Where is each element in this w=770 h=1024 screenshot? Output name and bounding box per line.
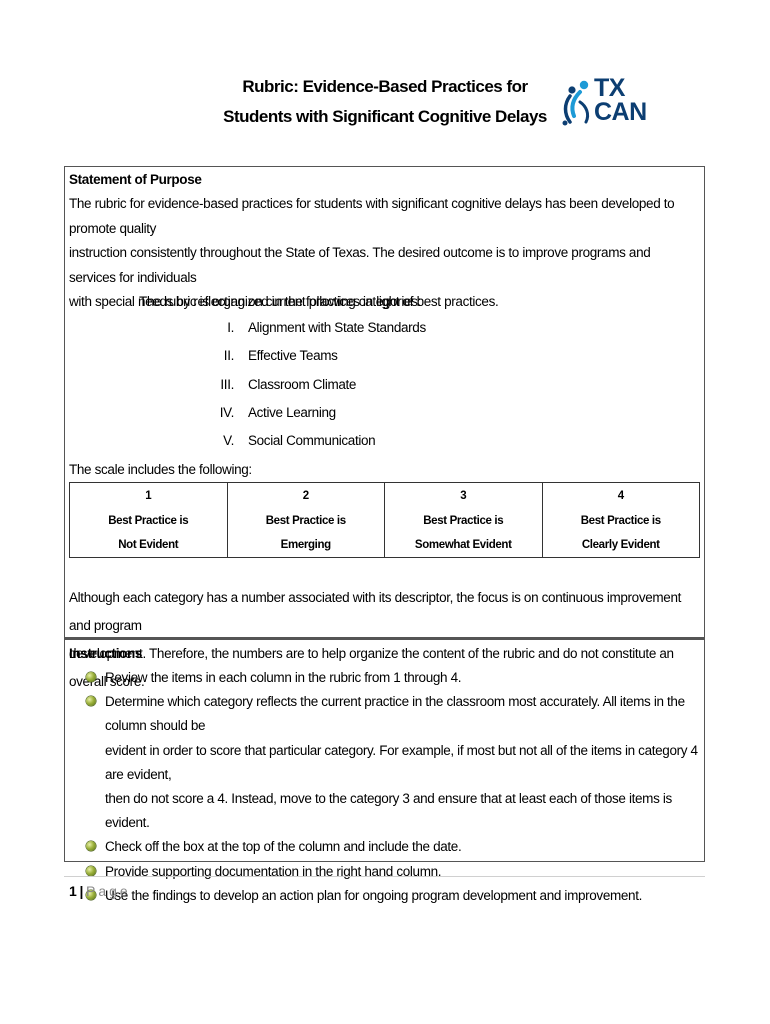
scale-table: 1 Best Practice is Not Evident 2 Best Pr… <box>69 482 700 558</box>
category-number: V. <box>223 433 234 449</box>
category-label: Effective Teams <box>248 348 338 364</box>
scale-label-line-1: Best Practice is <box>580 515 661 527</box>
list-item: Determine which category reflects the cu… <box>86 690 698 835</box>
scale-number: 3 <box>460 490 467 502</box>
scale-label-line-2: Somewhat Evident <box>414 539 512 551</box>
table-row: 1 Best Practice is Not Evident 2 Best Pr… <box>69 482 700 558</box>
list-item: I. Alignment with State Standards <box>200 314 426 342</box>
scale-cell-2: 2 Best Practice is Emerging <box>226 482 385 558</box>
category-number: IV. <box>219 404 235 420</box>
list-item: II. Effective Teams <box>200 342 426 370</box>
page-number: 1 <box>69 883 77 899</box>
list-item: Use the findings to develop an action pl… <box>86 884 698 908</box>
category-label: Classroom Climate <box>248 376 357 392</box>
purpose-section <box>64 166 705 638</box>
category-label: Alignment with State Standards <box>248 320 426 335</box>
instruction-line: evident in order to score that particula… <box>105 742 698 782</box>
categories-intro: The rubric is organized in the following… <box>139 294 421 309</box>
purpose-line-1: The rubric for evidence-based practices … <box>69 196 675 236</box>
category-number: III. <box>220 376 234 392</box>
scale-cell-4: 4 Best Practice is Clearly Evident <box>541 482 700 558</box>
category-number: II. <box>223 348 235 364</box>
document-title: Rubric: Evidence-Based Practices for Stu… <box>150 72 620 132</box>
logo-text-can: CAN <box>594 98 647 126</box>
instruction-line: Use the findings to develop an action pl… <box>105 887 643 903</box>
instructions-list: Review the items in each column in the r… <box>86 666 698 908</box>
green-sphere-bullet-icon <box>86 696 96 707</box>
green-sphere-bullet-icon <box>86 889 96 900</box>
scale-label-line-2: Clearly Evident <box>581 539 660 551</box>
category-label: Active Learning <box>248 404 336 420</box>
instructions-section <box>64 638 705 862</box>
category-number: I. <box>227 320 234 335</box>
title-line-1: Rubric: Evidence-Based Practices for <box>242 77 528 96</box>
scale-intro: The scale includes the following: <box>69 462 252 477</box>
instruction-line: then do not score a 4. Instead, move to … <box>105 791 672 831</box>
list-item: IV. Active Learning <box>200 399 426 427</box>
list-item: Review the items in each column in the r… <box>86 666 698 690</box>
tx-can-logo-icon <box>562 80 590 126</box>
page-separator: | <box>79 883 84 899</box>
tx-can-logo: TX CAN <box>560 76 650 136</box>
category-label: Social Communication <box>248 433 376 449</box>
scale-cell-3: 3 Best Practice is Somewhat Evident <box>384 482 543 558</box>
instruction-line: Check off the box at the top of the colu… <box>105 839 462 855</box>
scale-label-line-1: Best Practice is <box>108 515 189 527</box>
purpose-paragraph: The rubric for evidence-based practices … <box>69 192 699 315</box>
list-item: V. Social Communication <box>200 427 426 455</box>
purpose-line-3: with special needs by reflecting on curr… <box>69 294 499 309</box>
green-sphere-bullet-icon <box>86 865 96 876</box>
green-sphere-bullet-icon <box>86 841 96 852</box>
scale-number: 1 <box>145 490 152 502</box>
list-item: Provide supporting documentation in the … <box>86 860 698 884</box>
scale-label-line-2: Emerging <box>280 539 332 551</box>
note-line-1: Although each category has a number asso… <box>69 590 682 633</box>
scale-cell-1: 1 Best Practice is Not Evident <box>69 482 228 558</box>
logo-text: TX CAN <box>594 74 647 126</box>
page-label: Page <box>86 883 131 899</box>
scale-label-line-1: Best Practice is <box>423 515 504 527</box>
green-sphere-bullet-icon <box>86 672 96 682</box>
page-footer: 1|Page <box>69 881 131 901</box>
list-item: III. Classroom Climate <box>200 371 426 399</box>
instruction-line: Determine which category reflects the cu… <box>105 694 685 734</box>
scale-number: 2 <box>302 490 309 502</box>
purpose-line-2: instruction consistently throughout the … <box>69 245 651 285</box>
list-item: Check off the box at the top of the colu… <box>86 835 698 859</box>
purpose-heading: Statement of Purpose <box>69 172 202 187</box>
instruction-line: Provide supporting documentation in the … <box>105 863 442 879</box>
footer-divider <box>64 876 705 877</box>
title-line-2: Students with Significant Cognitive Dela… <box>223 107 547 126</box>
instructions-heading: Instructions <box>69 646 143 661</box>
scale-label-line-2: Not Evident <box>118 539 179 551</box>
scale-number: 4 <box>617 490 624 502</box>
category-list: I. Alignment with State Standards II. Effe… <box>200 314 426 455</box>
logo-text-tx: TX <box>594 74 625 102</box>
instruction-line: Review the items in each column in the r… <box>105 670 462 685</box>
scale-label-line-1: Best Practice is <box>265 515 346 527</box>
